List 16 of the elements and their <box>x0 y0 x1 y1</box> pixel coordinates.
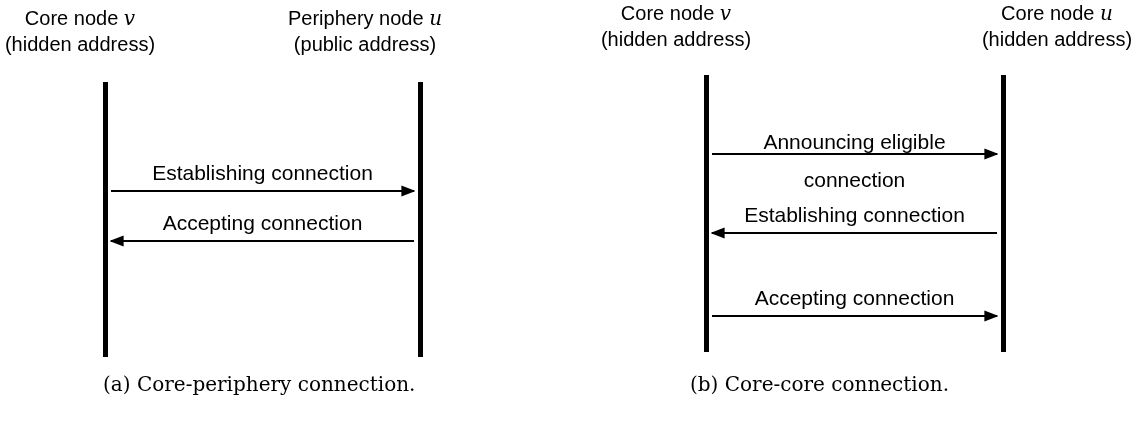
message-label: Accepting connection <box>753 286 956 310</box>
message-arrow <box>110 185 416 197</box>
message-label: Accepting connection <box>161 211 364 235</box>
participant-label: Periphery node u (public address) <box>286 5 444 57</box>
message-arrow <box>711 148 999 160</box>
caption: (b) Core-core connection. <box>690 372 949 396</box>
message-label: Establishing connection <box>743 203 966 227</box>
participant-label: Core node v (hidden address) <box>599 0 753 52</box>
message-arrow <box>109 235 415 247</box>
message-arrow <box>710 227 998 239</box>
caption: (a) Core-periphery connection. <box>103 372 416 396</box>
message-arrow <box>711 310 999 322</box>
participant-label: Core node u (hidden address) <box>980 0 1134 52</box>
participant-label: Core node v (hidden address) <box>3 5 157 57</box>
message-label: Announcing eligible connection <box>762 129 947 193</box>
message-label: Establishing connection <box>151 161 374 185</box>
